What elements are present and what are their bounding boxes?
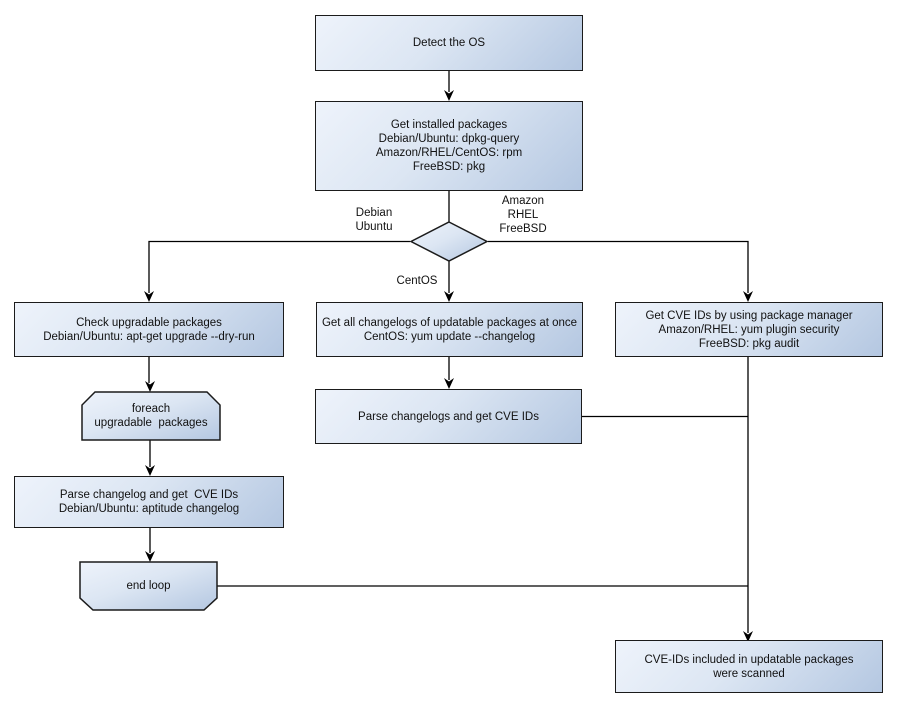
edge-label-amazon-rhel-freebsd: Amazon RHEL FreeBSD xyxy=(483,194,563,236)
node-detect-os: Detect the OS xyxy=(315,15,583,71)
edge-label-centos: CentOS xyxy=(390,273,444,288)
node-get-installed-packages-label: Get installed packages Debian/Ubuntu: dp… xyxy=(375,119,523,173)
node-parse-changelogs-label: Parse changelogs and get CVE IDs xyxy=(358,410,539,423)
arrowhead-into-installed xyxy=(444,90,454,101)
node-get-cve-ids-pkg-manager: Get CVE IDs by using package manager Ama… xyxy=(615,302,883,357)
edge-label-debian-ubuntu: Debian Ubuntu xyxy=(334,206,414,234)
node-detect-os-label: Detect the OS xyxy=(412,37,486,49)
arrowhead-into-endloop xyxy=(145,551,155,562)
node-result-scanned: CVE-IDs included in updatable packages w… xyxy=(615,640,883,693)
edge-label-debian-ubuntu-text: Debian Ubuntu xyxy=(355,207,393,233)
node-parse-changelogs: Parse changelogs and get CVE IDs xyxy=(315,389,582,444)
node-parse-changelog-debian: Parse changelog and get CVE IDs Debian/U… xyxy=(14,476,284,528)
edge-decision-to-right-branch xyxy=(488,240,749,293)
end-loop-shape xyxy=(79,561,218,611)
node-check-upgradable-packages-label: Check upgradable packages Debian/Ubuntu:… xyxy=(43,316,255,343)
arrowhead-into-result xyxy=(743,631,753,642)
foreach-loop-shape xyxy=(81,391,221,441)
arrowhead-into-changelogs xyxy=(444,291,454,302)
node-result-scanned-label: CVE-IDs included in updatable packages w… xyxy=(644,653,854,680)
edge-label-amazon-rhel-freebsd-text: Amazon RHEL FreeBSD xyxy=(499,195,547,235)
node-end-loop-label: end loop xyxy=(126,580,171,592)
edge-decision-to-left-branch xyxy=(148,240,410,293)
arrowhead-into-parse-deb xyxy=(145,465,155,476)
node-get-installed-packages: Get installed packages Debian/Ubuntu: dp… xyxy=(315,101,583,191)
arrowheads xyxy=(144,90,753,642)
arrowhead-into-check xyxy=(144,291,154,302)
node-foreach-loop-start: foreach upgradable packages xyxy=(82,392,220,440)
edge-label-centos-text: CentOS xyxy=(396,274,438,287)
node-check-upgradable-packages: Check upgradable packages Debian/Ubuntu:… xyxy=(14,302,284,357)
node-get-cve-ids-pkg-manager-label: Get CVE IDs by using package manager Ama… xyxy=(645,309,853,350)
node-foreach-loop-start-label: foreach upgradable packages xyxy=(94,403,208,429)
arrowhead-into-foreach xyxy=(145,381,155,392)
arrowhead-into-getcve xyxy=(743,291,753,302)
node-get-all-changelogs: Get all changelogs of updatable packages… xyxy=(316,302,583,357)
node-get-all-changelogs-label: Get all changelogs of updatable packages… xyxy=(321,316,578,343)
node-end-loop: end loop xyxy=(80,562,217,610)
decision-diamond xyxy=(409,221,489,262)
node-parse-changelog-debian-label: Parse changelog and get CVE IDs Debian/U… xyxy=(58,489,240,515)
arrowhead-into-parsechangelogs xyxy=(444,378,454,389)
